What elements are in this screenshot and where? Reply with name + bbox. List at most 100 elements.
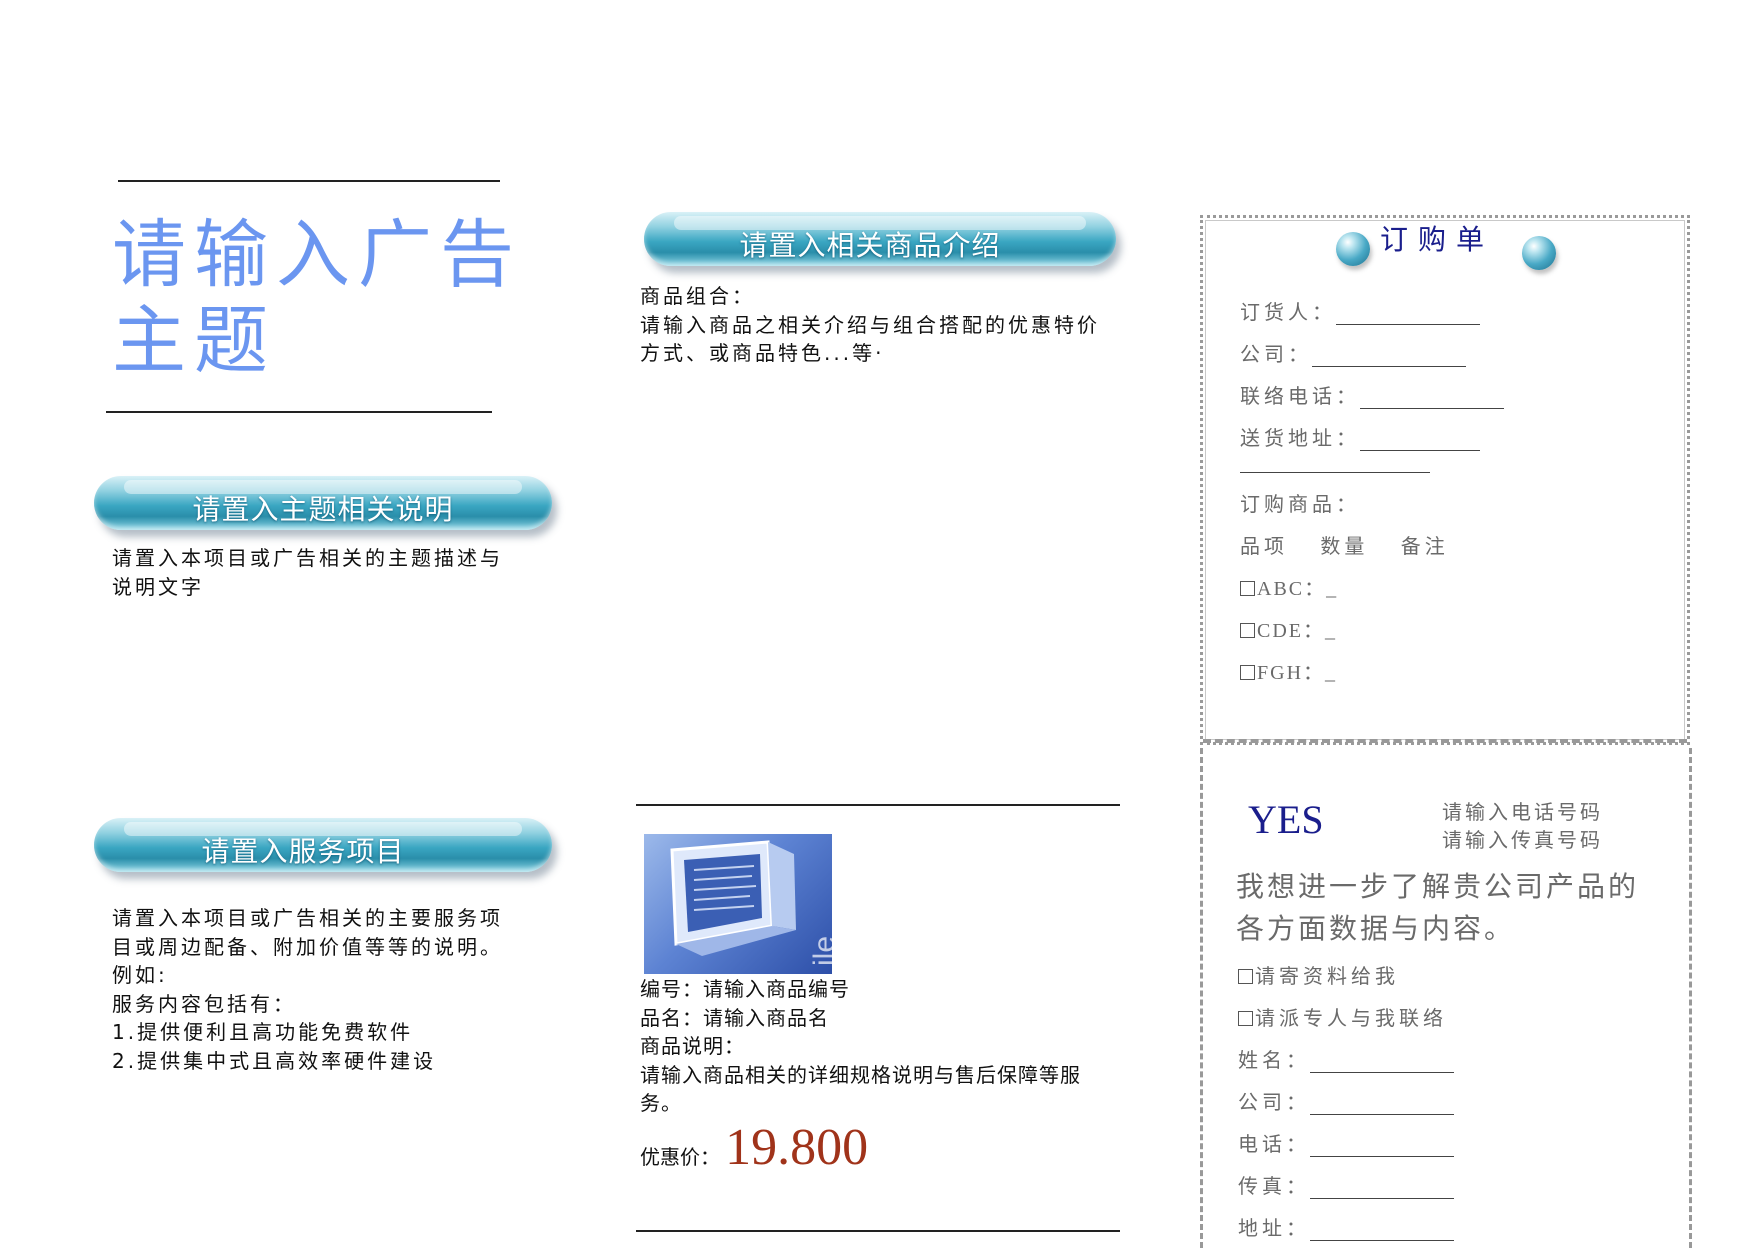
text-line: 商品组合： (640, 284, 755, 308)
field-blank[interactable] (1310, 1136, 1454, 1157)
text-line: 请置入本项目或广告相关的主要服务项 (112, 906, 503, 930)
reply-statement: 我想进一步了解贵公司产品的 各方面数据与内容。 (1236, 866, 1639, 950)
contact-numbers: 请输入电话号码 请输入传真号码 (1442, 798, 1603, 854)
field-label: 订货人： (1240, 300, 1336, 324)
orderer-field[interactable]: 订货人： (1240, 296, 1480, 325)
text-line: 服务内容包括有： (112, 991, 296, 1016)
field-blank[interactable] (1310, 1178, 1454, 1199)
product-desc-label: 商品说明： (640, 1034, 745, 1058)
computer-monitor-photo: ile (644, 834, 832, 974)
pill-shine (674, 216, 1086, 230)
field-blank[interactable] (1360, 430, 1480, 451)
title-bottom-rule (106, 411, 492, 413)
text-line: 例如: (112, 963, 168, 987)
product-top-rule (636, 804, 1120, 806)
pill-shine (124, 480, 522, 494)
text-line: 请输入商品之相关介绍与组合搭配的优惠特价 (640, 312, 1100, 337)
field-label: 送货地址： (1240, 426, 1360, 450)
field-label: 传真： (1238, 1174, 1310, 1198)
product-desc-line: 请输入商品相关的详细规格说明与售后保障等服 (640, 1062, 1081, 1087)
theme-description-heading: 请置入主题相关说明 (94, 476, 552, 530)
price-value: 19.800 (725, 1119, 869, 1176)
reply-phone-field[interactable]: 电话： (1238, 1128, 1454, 1157)
blue-ball-right (1522, 236, 1556, 270)
header-item: 品项 (1240, 534, 1288, 558)
reply-company-field[interactable]: 公司： (1238, 1086, 1454, 1115)
text-line: 请置入本项目或广告相关的主题描述与 (112, 546, 503, 570)
photo-caption: ile (808, 935, 832, 967)
pill-label: 请置入相关商品介绍 (739, 229, 1001, 262)
pill-label: 请置入服务项目 (201, 835, 405, 868)
phone-placeholder: 请输入电话号码 (1442, 800, 1603, 824)
checkbox[interactable] (1240, 665, 1255, 680)
checkbox[interactable] (1238, 1011, 1253, 1026)
monitor-icon (670, 840, 796, 956)
field-label: 电话： (1238, 1132, 1310, 1156)
field-blank[interactable] (1310, 1220, 1454, 1241)
order-table-header: 品项 数量 备注 (1240, 530, 1449, 559)
pill-label: 请置入主题相关说明 (192, 493, 454, 526)
main-title-line-2: 主题 (112, 298, 276, 384)
text-line: 目或周边配备、附加价值等等的说明。 (112, 934, 503, 959)
address-field[interactable]: 送货地址： (1240, 422, 1480, 451)
order-item-cde[interactable]: CDE：_ (1240, 614, 1337, 643)
reply-address-field[interactable]: 地址： (1238, 1212, 1454, 1241)
address-continuation-line[interactable] (1240, 472, 1430, 473)
service-items-text: 请置入本项目或广告相关的主要服务项 目或周边配备、附加价值等等的说明。 例如: … (112, 904, 503, 1075)
option-label: 请寄资料给我 (1255, 964, 1399, 988)
text-line: 方式、或商品特色...等· (640, 341, 885, 365)
yes-label: YES (1248, 797, 1324, 842)
ad-main-title[interactable]: 请输入广告 主题 (112, 212, 532, 384)
field-blank[interactable] (1312, 346, 1466, 367)
order-item-abc[interactable]: ABC：_ (1240, 572, 1338, 601)
checkbox[interactable] (1238, 969, 1253, 984)
order-item-fgh[interactable]: FGH：_ (1240, 656, 1337, 685)
product-desc-line: 务。 (640, 1091, 682, 1115)
item-label: CDE：_ (1257, 620, 1337, 642)
checkbox[interactable] (1240, 581, 1255, 596)
field-blank[interactable] (1360, 388, 1504, 409)
checkbox[interactable] (1240, 623, 1255, 638)
text-line: 说明文字 (112, 574, 204, 599)
order-form-title: 订购单 (1380, 223, 1495, 256)
product-name: 品名：请输入商品名 (640, 1005, 829, 1030)
product-details: 编号：请输入商品编号 品名：请输入商品名 商品说明： 请输入商品相关的详细规格说… (640, 975, 1081, 1118)
field-blank[interactable] (1310, 1094, 1454, 1115)
price-row: 优惠价： 19.800 (640, 1118, 868, 1177)
field-label: 公司： (1238, 1090, 1310, 1114)
product-intro-text: 商品组合： 请输入商品之相关介绍与组合搭配的优惠特价 方式、或商品特色...等· (640, 282, 1100, 368)
product-intro-heading: 请置入相关商品介绍 (644, 212, 1116, 266)
reply-form-box (1200, 748, 1692, 1248)
item-label: ABC：_ (1257, 578, 1339, 600)
blue-ball-left (1336, 232, 1370, 266)
option-contact-me[interactable]: 请派专人与我联络 (1238, 1002, 1447, 1031)
field-label: 姓名： (1238, 1048, 1310, 1072)
statement-line: 我想进一步了解贵公司产品的 (1236, 870, 1640, 903)
main-title-line-1: 请输入广告 (112, 212, 522, 298)
text-line: 1.提供便利且高功能免费软件 (112, 1020, 414, 1044)
statement-line: 各方面数据与内容。 (1236, 912, 1516, 945)
service-items-heading: 请置入服务项目 (94, 818, 552, 872)
fax-placeholder: 请输入传真号码 (1442, 828, 1603, 852)
reply-fax-field[interactable]: 传真： (1238, 1170, 1454, 1199)
reply-name-field[interactable]: 姓名： (1238, 1044, 1454, 1073)
product-number: 编号：请输入商品编号 (640, 977, 850, 1001)
text-line: 2.提供集中式且高效率硬件建设 (112, 1048, 437, 1073)
field-blank[interactable] (1310, 1052, 1454, 1073)
field-label: 公司： (1240, 342, 1312, 366)
item-label: FGH：_ (1257, 662, 1338, 684)
field-label: 联络电话： (1240, 384, 1360, 408)
field-blank[interactable] (1336, 304, 1480, 325)
pill-shine (124, 822, 522, 836)
option-label: 请派专人与我联络 (1255, 1006, 1447, 1030)
header-note: 备注 (1400, 534, 1449, 558)
company-field[interactable]: 公司： (1240, 338, 1466, 367)
header-qty: 数量 (1320, 534, 1369, 558)
phone-field[interactable]: 联络电话： (1240, 380, 1504, 409)
order-items-label: 订购商品： (1240, 492, 1360, 516)
price-label: 优惠价： (640, 1145, 720, 1169)
title-top-rule (118, 180, 500, 182)
option-send-materials[interactable]: 请寄资料给我 (1238, 960, 1399, 989)
product-bottom-rule (636, 1230, 1120, 1232)
theme-description-text: 请置入本项目或广告相关的主题描述与 说明文字 (112, 544, 503, 601)
